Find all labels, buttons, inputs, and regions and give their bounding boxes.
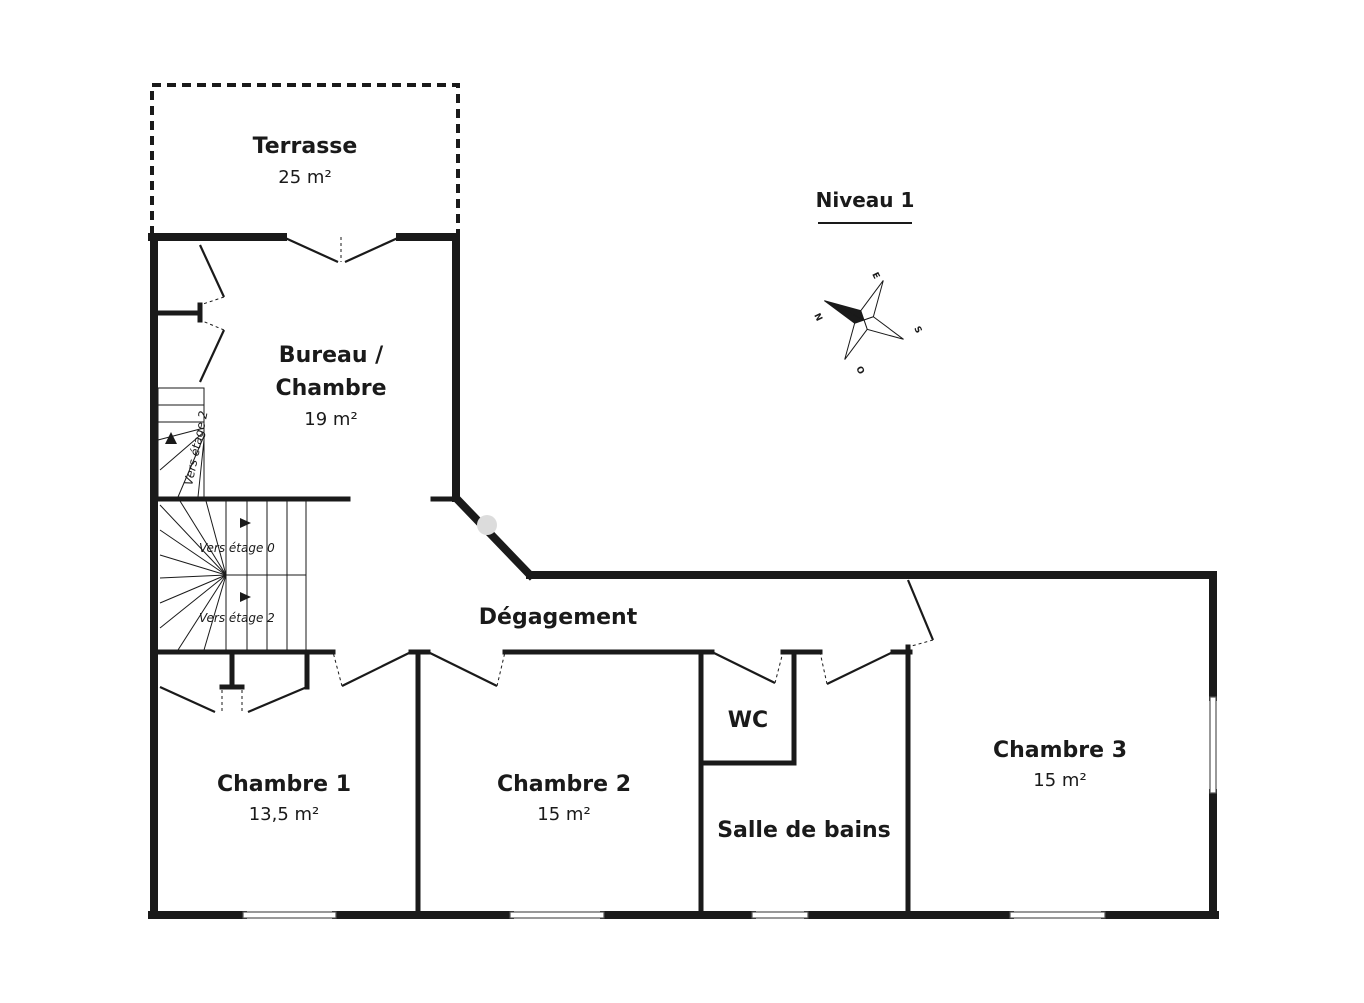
room-name-degagement: Dégagement (479, 605, 638, 630)
room-area-chambre1: 13,5 m² (249, 804, 320, 825)
exterior-walls (148, 233, 1219, 919)
doors (159, 235, 935, 714)
compass-o: O (853, 365, 865, 377)
stair-arrow-up-top-icon (165, 432, 177, 444)
room-area-terrasse: 25 m² (278, 167, 331, 188)
stair-arrow-up-bottom-icon (240, 592, 251, 602)
staircase (157, 387, 307, 651)
room-name-bureau-line1: Bureau / (279, 343, 384, 368)
windows (242, 696, 1217, 919)
room-name-chambre2: Chambre 2 (497, 772, 631, 797)
room-name-sdb: Salle de bains (717, 818, 891, 843)
room-name-chambre3: Chambre 3 (993, 738, 1127, 763)
compass-s: S (911, 325, 923, 335)
room-area-bureau: 19 m² (304, 409, 357, 430)
room-name-terrasse: Terrasse (253, 134, 358, 159)
stair-label-up-bottom: Vers étage 2 (199, 611, 275, 625)
wall-marker (477, 515, 497, 535)
level-title: Niveau 1 (816, 188, 915, 212)
room-name-chambre1: Chambre 1 (217, 772, 351, 797)
terrace-outline (150, 83, 460, 235)
room-area-chambre2: 15 m² (537, 804, 590, 825)
stair-arrow-down-icon (240, 518, 251, 528)
compass-rose-icon (824, 280, 904, 360)
compass-n: N (811, 312, 823, 323)
compass-e: E (869, 271, 881, 281)
room-name-wc: WC (728, 708, 768, 733)
room-name-bureau-line2: Chambre (275, 376, 386, 401)
stair-label-down: Vers étage 0 (199, 541, 275, 555)
room-area-chambre3: 15 m² (1033, 770, 1086, 791)
